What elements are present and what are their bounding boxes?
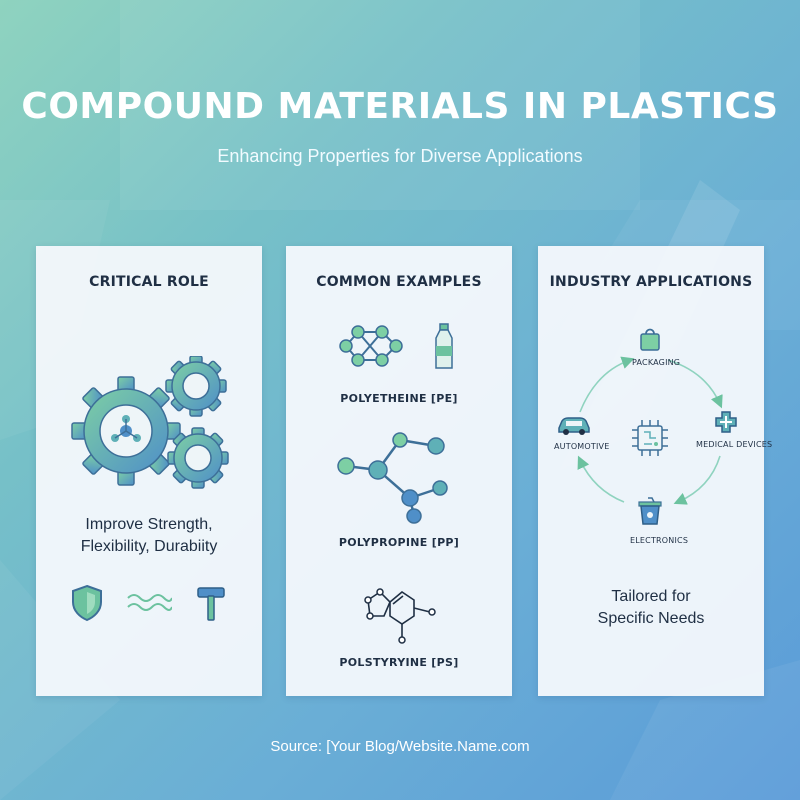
panel-industry-applications: INDUSTRY APPLICATIONS PACKAGING MEDICAL … — [538, 246, 772, 696]
shield-icon — [72, 584, 102, 622]
molecule-pp-icon — [337, 432, 448, 524]
label-polypropylene: POLYPROPINE [PP] — [338, 536, 460, 549]
panel-critical-role: CRITICAL ROLE — [36, 246, 262, 696]
label-polyethylene: POLYETHEINE [PE] — [340, 392, 458, 405]
medical-cross-icon — [715, 411, 737, 433]
label-polystyrene: POLSTYRYINE [PS] — [339, 656, 459, 669]
hammer-icon — [197, 587, 225, 621]
page-title: COMPOUND MATERIALS IN PLASTICS — [21, 86, 779, 127]
bottle-icon — [435, 323, 453, 369]
cycle-arrows — [577, 356, 723, 505]
panel-common-examples: COMMON EXAMPLES POLYETHEINE [PE] — [286, 246, 512, 696]
molecule-pe-icon — [339, 325, 403, 367]
molecule-ps-icon — [364, 588, 436, 644]
critical-role-text-line2: Flexibility, Durabiity — [80, 538, 218, 555]
panel-title-industry-applications: INDUSTRY APPLICATIONS — [549, 274, 753, 290]
label-electronics: ELECTRONICS — [630, 536, 689, 545]
source-footer: Source: [Your Blog/Website.Name.com — [270, 738, 530, 755]
shopping-bag-icon — [640, 328, 660, 351]
panel-title-common-examples: COMMON EXAMPLES — [316, 274, 482, 290]
critical-role-text-line1: Improve Strength, — [85, 516, 213, 533]
chip-icon — [632, 420, 668, 456]
label-packaging: PACKAGING — [632, 358, 681, 367]
car-icon — [558, 417, 590, 435]
page-subtitle: Enhancing Properties for Diverse Applica… — [217, 146, 583, 166]
gears-icon — [71, 356, 229, 489]
industry-text-line2: Specific Needs — [597, 610, 705, 627]
label-medical-devices: MEDICAL DEVICES — [696, 440, 773, 449]
cup-icon — [638, 497, 662, 525]
panel-title-critical-role: CRITICAL ROLE — [89, 274, 209, 290]
wave-icon — [127, 594, 172, 611]
label-automotive: AUTOMOTIVE — [554, 442, 610, 451]
industry-text-line1: Tailored for — [611, 588, 691, 605]
